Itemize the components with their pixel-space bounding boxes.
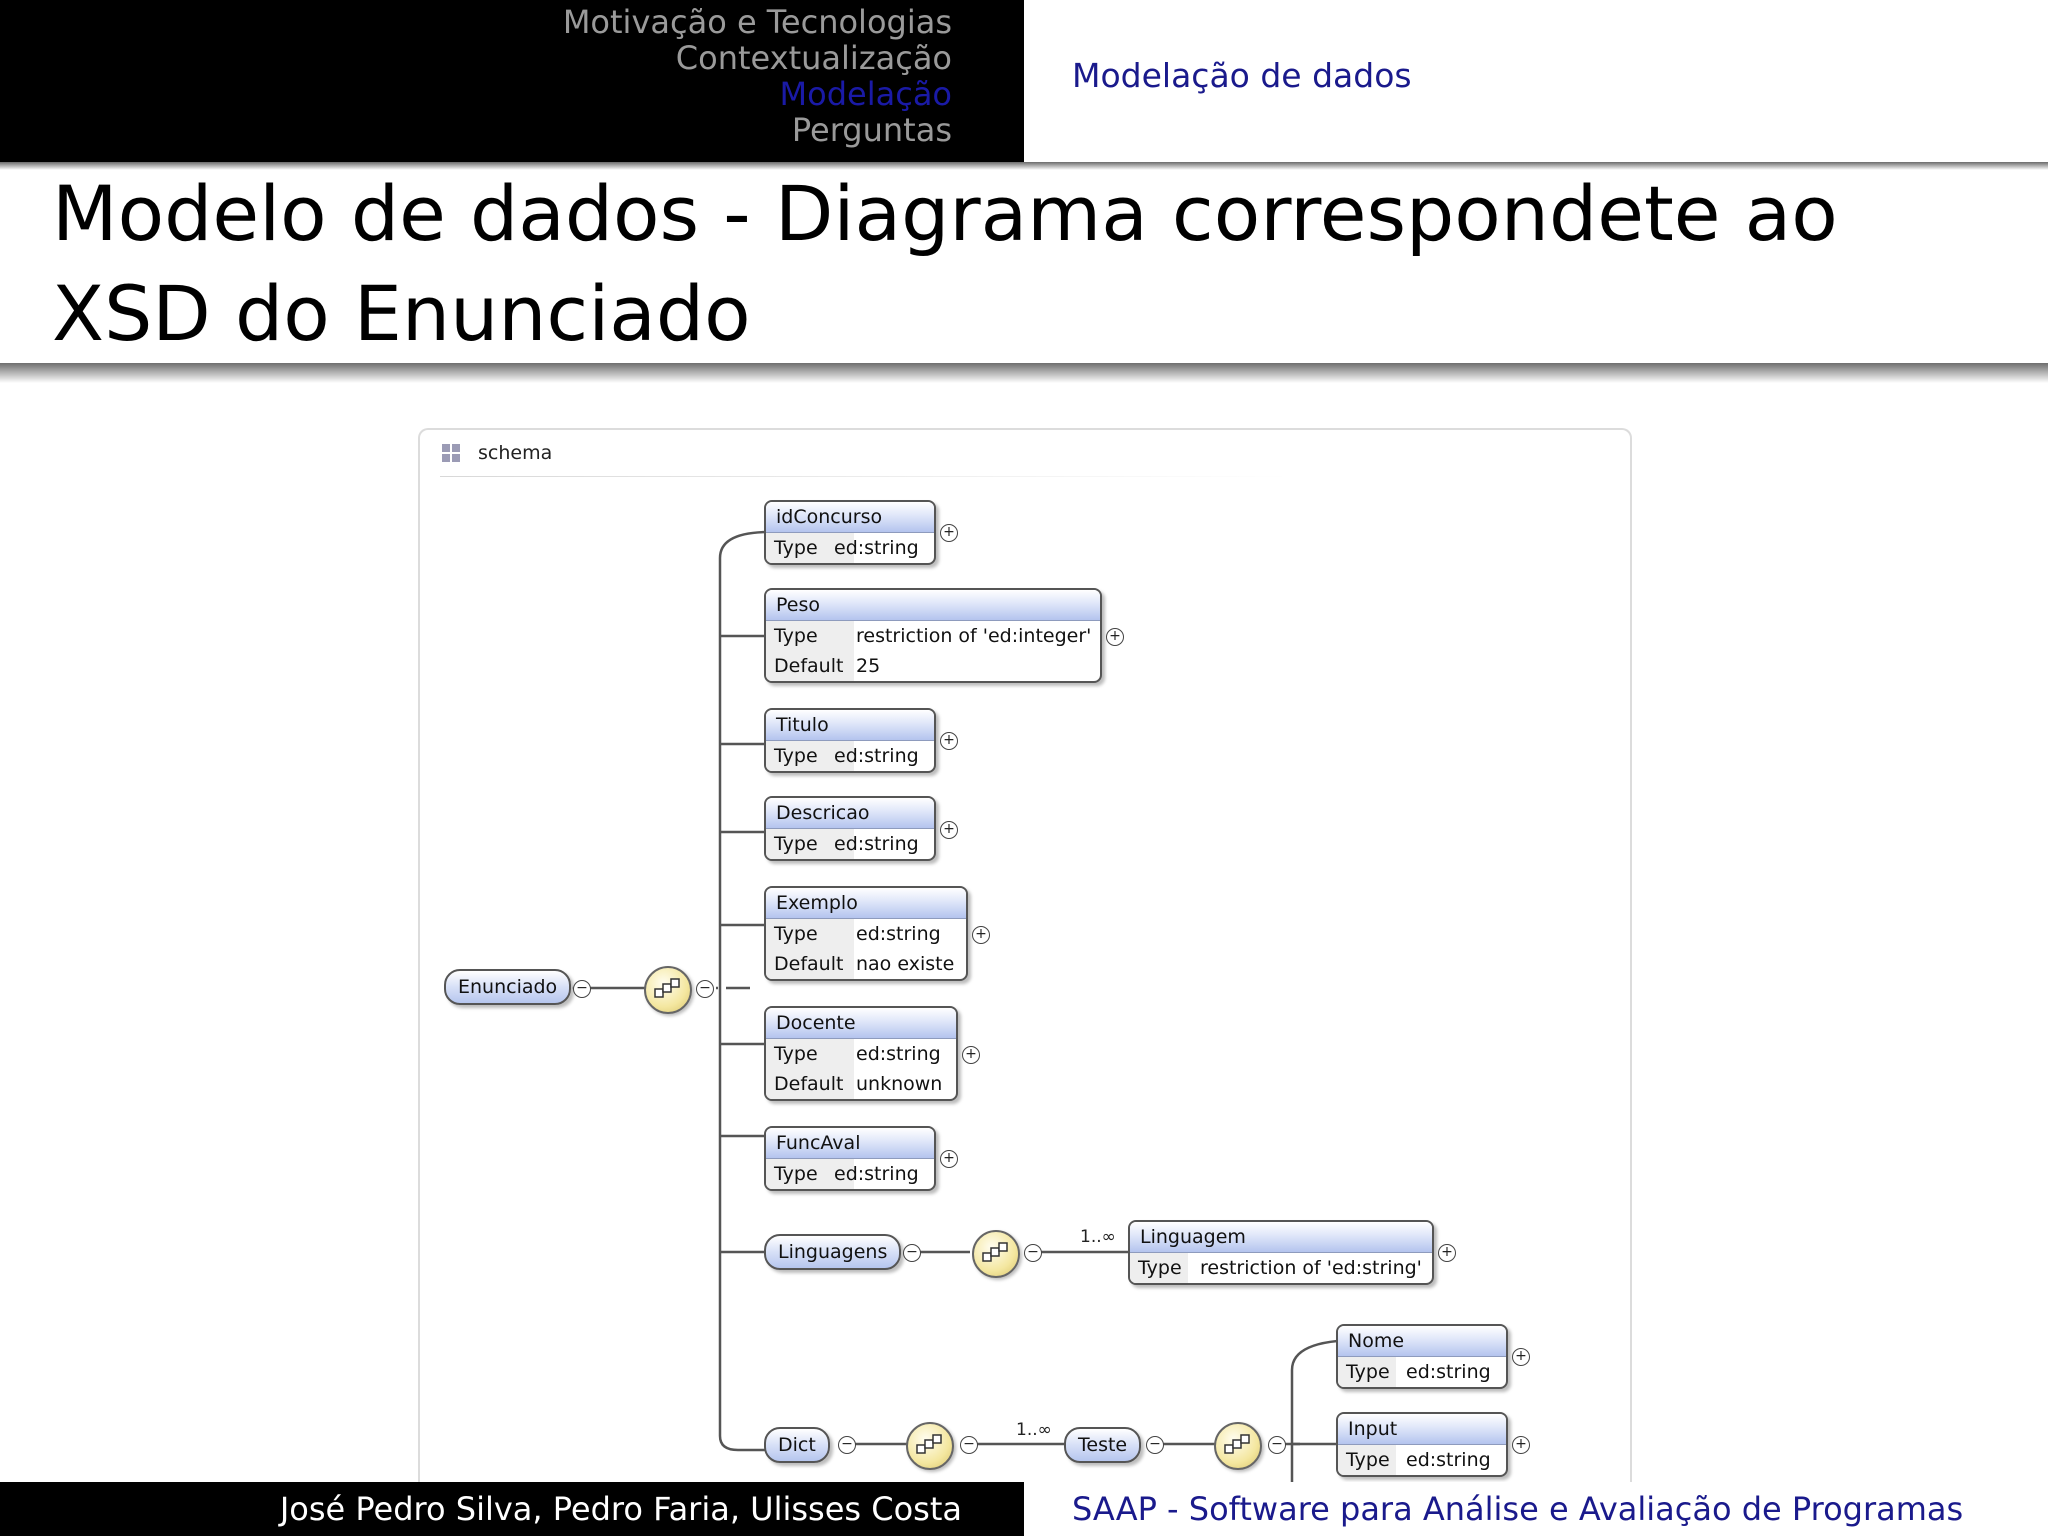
- collapse-teste-icon[interactable]: −: [1146, 1436, 1164, 1454]
- type-key: Type: [1338, 1357, 1396, 1387]
- type-value: ed:string: [856, 923, 941, 945]
- type-value: ed:string: [834, 745, 919, 767]
- expand-descricao-icon[interactable]: +: [940, 821, 958, 839]
- schema-label: schema: [478, 442, 553, 464]
- title-shadow-top: [0, 162, 2048, 170]
- element-nome[interactable]: Nome Type ed:string: [1336, 1324, 1508, 1389]
- element-name: Input: [1338, 1414, 1506, 1445]
- collapse-sequence-icon[interactable]: −: [696, 980, 714, 998]
- collapse-sequence-icon[interactable]: −: [1024, 1244, 1042, 1262]
- element-linguagem[interactable]: Linguagem Type restriction of 'ed:string': [1128, 1220, 1434, 1285]
- type-key: Type: [766, 533, 854, 563]
- sequence-compositor-icon[interactable]: [972, 1230, 1020, 1278]
- footer-authors: José Pedro Silva, Pedro Faria, Ulisses C…: [0, 1482, 1024, 1536]
- type-key: Type: [766, 829, 854, 859]
- type-value: ed:string: [834, 537, 919, 559]
- expand-input-icon[interactable]: +: [1512, 1436, 1530, 1454]
- element-dict[interactable]: Dict: [764, 1427, 830, 1463]
- element-linguagens[interactable]: Linguagens: [764, 1234, 902, 1270]
- expand-docente-icon[interactable]: +: [962, 1046, 980, 1064]
- default-key: Default: [766, 949, 854, 979]
- authors-text: José Pedro Silva, Pedro Faria, Ulisses C…: [279, 1490, 962, 1528]
- schema-divider: [440, 476, 1290, 477]
- element-enunciado[interactable]: Enunciado: [444, 969, 572, 1005]
- element-teste[interactable]: Teste: [1064, 1427, 1142, 1463]
- nav-section-modelacao[interactable]: Modelação: [779, 75, 952, 113]
- type-key: Type: [1338, 1445, 1396, 1475]
- type-key: Type: [766, 621, 854, 651]
- element-name: Descricao: [766, 798, 934, 829]
- title-shadow-bottom: [0, 363, 2048, 383]
- expand-titulo-icon[interactable]: +: [940, 732, 958, 750]
- type-value: ed:string: [834, 1163, 919, 1185]
- element-name: Nome: [1338, 1326, 1506, 1357]
- element-name: Exemplo: [766, 888, 966, 919]
- cardinality-teste: 1..∞: [1016, 1420, 1052, 1440]
- element-name: Peso: [766, 590, 1100, 621]
- type-key: Type: [766, 1039, 854, 1069]
- default-key: Default: [766, 651, 854, 681]
- collapse-enunciado-icon[interactable]: −: [573, 980, 591, 998]
- nav-section-contextualizacao[interactable]: Contextualização: [675, 39, 952, 77]
- collapse-dict-icon[interactable]: −: [838, 1436, 856, 1454]
- type-key: Type: [1130, 1253, 1188, 1283]
- expand-nome-icon[interactable]: +: [1512, 1348, 1530, 1366]
- element-name: Linguagem: [1130, 1222, 1432, 1253]
- subsection-title[interactable]: Modelação de dados: [1072, 56, 1412, 95]
- header-subsection: Modelação de dados: [1024, 0, 2048, 162]
- default-key: Default: [766, 1069, 854, 1099]
- type-value: restriction of 'ed:integer': [856, 625, 1092, 647]
- collapse-sequence-icon[interactable]: −: [1268, 1436, 1286, 1454]
- expand-funcaval-icon[interactable]: +: [940, 1150, 958, 1168]
- cardinality-linguagem: 1..∞: [1080, 1227, 1116, 1247]
- nav-section-motivacao[interactable]: Motivação e Tecnologias: [562, 3, 952, 41]
- footer-title: SAAP - Software para Análise e Avaliação…: [1024, 1482, 2048, 1536]
- schema-grid-icon: [442, 444, 460, 462]
- sequence-compositor-icon[interactable]: [906, 1422, 954, 1470]
- sequence-compositor-icon[interactable]: [1214, 1422, 1262, 1470]
- expand-exemplo-icon[interactable]: +: [972, 926, 990, 944]
- expand-linguagem-icon[interactable]: +: [1438, 1244, 1456, 1262]
- type-key: Type: [766, 1159, 854, 1189]
- connector-lines: [572, 530, 1361, 1490]
- type-value: ed:string: [834, 833, 919, 855]
- sequence-compositor-icon[interactable]: [644, 966, 692, 1014]
- default-value: nao existe: [856, 953, 955, 975]
- type-value: ed:string: [856, 1043, 941, 1065]
- type-key: Type: [766, 741, 854, 771]
- element-name: Titulo: [766, 710, 934, 741]
- expand-idconcurso-icon[interactable]: +: [940, 524, 958, 542]
- schema-diagram-panel: schema Enunciado −: [418, 428, 1632, 1490]
- title-band: [0, 162, 2048, 366]
- collapse-sequence-icon[interactable]: −: [960, 1436, 978, 1454]
- header-section-nav: Motivação e Tecnologias Contextualização…: [0, 0, 1024, 162]
- element-name: FuncAval: [766, 1128, 934, 1159]
- type-value: ed:string: [1406, 1449, 1491, 1471]
- default-value: 25: [856, 655, 881, 677]
- type-key: Type: [766, 919, 854, 949]
- default-value: unknown: [856, 1073, 943, 1095]
- type-value: restriction of 'ed:string': [1200, 1257, 1422, 1279]
- element-input[interactable]: Input Type ed:string: [1336, 1412, 1508, 1477]
- nav-section-perguntas[interactable]: Perguntas: [791, 111, 952, 149]
- element-name: Docente: [766, 1008, 956, 1039]
- collapse-linguagens-icon[interactable]: −: [903, 1244, 921, 1262]
- element-name: idConcurso: [766, 502, 934, 533]
- presentation-title[interactable]: SAAP - Software para Análise e Avaliação…: [1072, 1490, 1964, 1528]
- type-value: ed:string: [1406, 1361, 1491, 1383]
- slide-title: Modelo de dados - Diagrama correspondete…: [52, 169, 1838, 358]
- expand-peso-icon[interactable]: +: [1106, 628, 1124, 646]
